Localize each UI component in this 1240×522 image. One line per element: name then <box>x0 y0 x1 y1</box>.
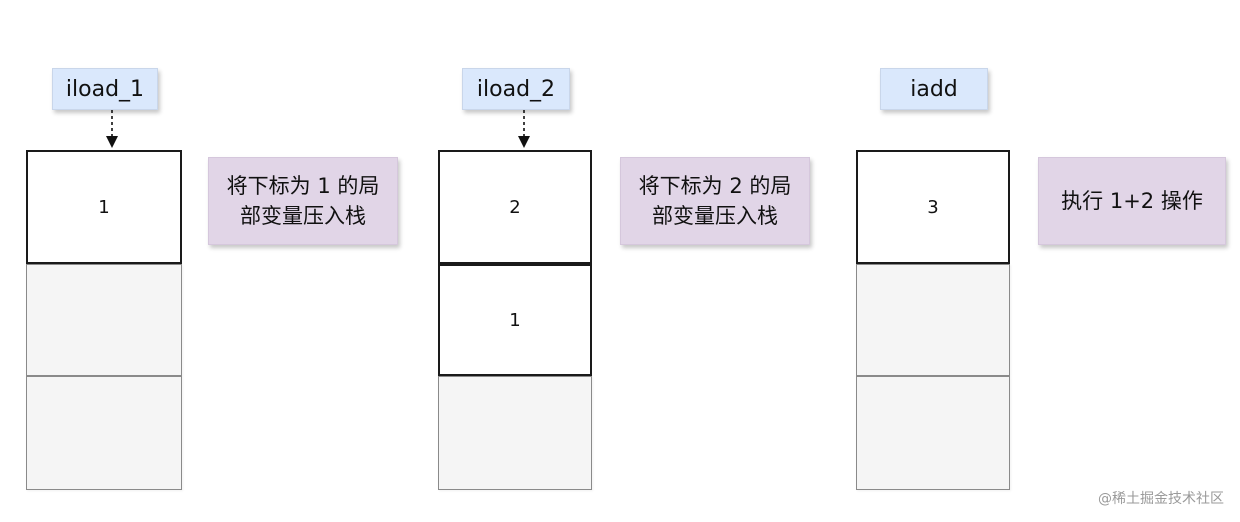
instruction-box: iload_2 <box>462 68 570 110</box>
push-arrow-icon <box>518 110 530 148</box>
stack-slot-filled: 3 <box>856 150 1010 264</box>
stack-slot-filled: 2 <box>438 150 592 264</box>
operation-note: 将下标为 2 的局部变量压入栈 <box>620 157 810 245</box>
stack-slot-empty <box>856 376 1010 490</box>
operation-note: 执行 1+2 操作 <box>1038 157 1226 245</box>
stack-slot-empty <box>26 376 182 490</box>
stack-slot-empty <box>438 376 592 490</box>
stack-slot-filled: 1 <box>438 264 592 376</box>
stack-slot-empty <box>856 264 1010 376</box>
watermark: @稀土掘金技术社区 <box>1098 491 1224 507</box>
stack-slot-empty <box>26 264 182 376</box>
instruction-box: iadd <box>880 68 988 110</box>
operation-note: 将下标为 1 的局部变量压入栈 <box>208 157 398 245</box>
push-arrow-icon <box>106 110 118 148</box>
stack-slot-filled: 1 <box>26 150 182 264</box>
instruction-box: iload_1 <box>52 68 158 110</box>
